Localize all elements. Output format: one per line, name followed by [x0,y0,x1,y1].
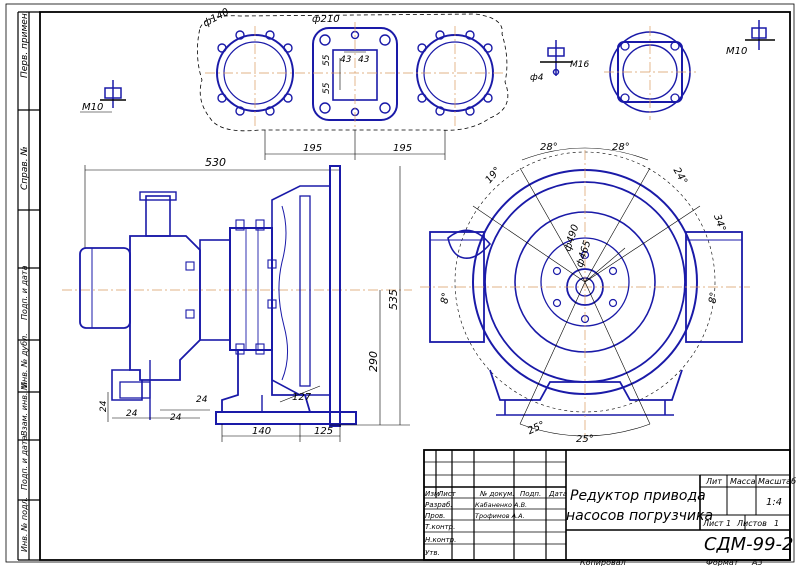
top-flange-view [197,13,509,160]
outer-frame [5,3,795,563]
bolt-detail-left [100,80,126,108]
flange-detail-right [604,26,696,120]
tb-col-lit: Лит [705,477,722,486]
angle-28b: 28° [612,142,630,153]
tb-row-tkontr: Т.контр. [425,523,455,531]
tb-hdr-docnum: № докум. [479,490,515,498]
dim-125: 125 [314,426,333,437]
angle-25b: 25° [576,434,594,445]
dim-55b: 55 [322,82,332,94]
tb-hdr-sign: Подп. [520,490,541,498]
inner-frame [39,11,791,561]
dim-24d: 24 [196,395,208,405]
angle-19: 19° [484,165,504,186]
angle-8a: 8° [439,292,452,305]
title-block [423,449,791,561]
bolt-detail-m16 [540,40,572,76]
dim-24a: 24 [99,400,109,412]
angle-8b: 8° [707,291,720,304]
tb-sheets-num: 1 [774,519,779,528]
side-label-sprav: Справ. № [20,146,30,190]
dim-d140: ф140 [201,7,231,30]
tb-title-line1: Редуктор привода [570,488,706,504]
tb-title-line2: насосов погрузчика [566,508,713,524]
front-view [420,147,750,440]
dim-d465: ф465 [574,239,593,269]
tb-sheet-label: Лист [702,519,724,528]
dim-195b: 195 [393,143,412,154]
tb-col-mass: Масса [730,477,756,486]
side-label-dubl: Инв. № дубл. [20,333,29,388]
dim-24c: 24 [170,413,182,423]
side-label-podp2: Подп. и дата [20,435,29,490]
tb-format: А3 [751,558,763,566]
side-margin [17,11,40,561]
tb-row-razrab: Разраб. [425,501,453,509]
side-label-perv: Перв. примен. [20,10,30,78]
tb-sheets-label: Листов [736,519,767,528]
dim-d210: ф210 [312,14,340,25]
angle-34: 34° [711,213,727,233]
dim-m16: M16 [570,60,589,70]
dim-43b: 43 [358,55,370,65]
tb-scale: 1:4 [766,497,782,508]
tb-row-prov: Пров. [425,512,445,520]
dim-195a: 195 [303,143,322,154]
tb-prov-name: Трофимов А.А. [475,512,525,520]
dim-55a: 55 [322,54,332,66]
bolt-detail-right [745,20,775,50]
tb-hdr-izm: Изм [425,490,440,498]
tb-hdr-date: Дата [548,490,567,498]
tb-hdr-list: Лист [437,490,457,498]
tb-designation: СДМ-99-2 [704,534,794,555]
tb-razrab-name: Кабаненко А.В. [475,501,527,509]
side-view [62,165,412,442]
dim-m10-left: M10 [82,102,103,113]
tb-col-scale: Масштаб [758,477,796,486]
dim-43a: 43 [340,55,352,65]
angle-25a: 25° [526,420,547,437]
dim-24b: 24 [126,409,138,419]
tb-format-label: Формат [706,558,739,566]
dim-140: 140 [252,426,271,437]
dim-d4: ф4 [530,73,544,83]
angle-24: 24° [671,166,689,187]
dim-290: 290 [367,351,380,372]
dim-127: 127 [292,392,312,403]
tb-sheet-num: 1 [726,519,731,528]
side-label-podl: Инв. № подл. [20,497,29,552]
dim-530: 530 [205,156,226,169]
side-label-vzam: Взам. инв. № [20,382,29,436]
angle-28a: 28° [540,142,558,153]
dim-535: 535 [387,289,400,310]
side-label-podp1: Подп. и дата [20,265,29,320]
tb-copied: Копировал [580,558,626,566]
dim-m10-right: M10 [726,46,747,57]
tb-row-utv: Утв. [425,549,440,557]
tb-row-nkontr: Н.контр. [425,536,456,544]
